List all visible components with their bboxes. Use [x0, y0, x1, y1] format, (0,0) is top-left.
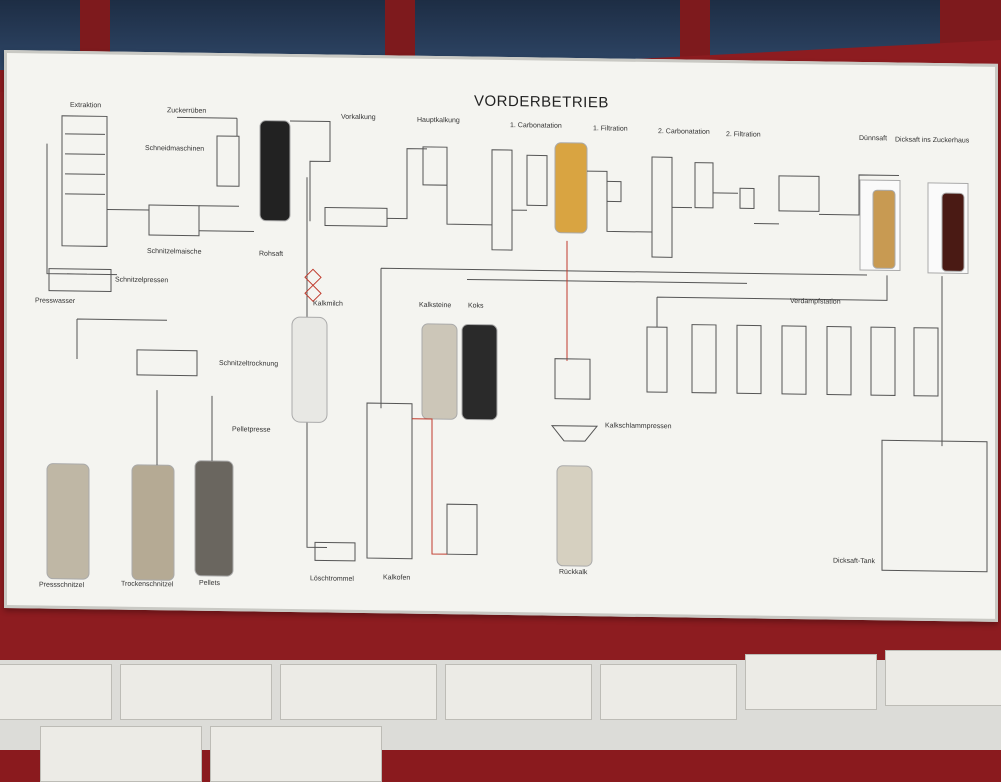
label-verdampfstation: Verdampfstation	[790, 297, 841, 306]
label-pressschnitzel: Pressschnitzel	[39, 581, 85, 590]
label-carbonatation-2: 2. Carbonatation	[658, 128, 710, 136]
pulp-mash-tank	[148, 204, 200, 237]
label-dicksaft-tank: Dicksaft-Tank	[833, 557, 876, 566]
lime-milk-sample	[291, 316, 328, 423]
coke-sample	[461, 323, 498, 421]
filter-2	[739, 187, 755, 209]
evaporator	[913, 327, 939, 397]
process-diagram	[46, 115, 988, 581]
pulp-press	[48, 268, 112, 293]
raw-juice-sample	[259, 120, 291, 222]
thick-juice-tank	[881, 439, 988, 573]
label-kalkmilch: Kalkmilch	[313, 300, 343, 308]
pump-symbol	[304, 268, 322, 303]
evaporator	[736, 324, 762, 395]
label-pellets: Pellets	[199, 579, 221, 588]
label-presswasser: Presswasser	[35, 297, 76, 305]
evaporator	[781, 325, 807, 395]
label-kalkofen: Kalkofen	[383, 574, 411, 582]
label-kalksteine: Kalksteine	[419, 301, 452, 310]
label-rueckkalk: Rückkalk	[559, 568, 588, 577]
label-schneidmaschinen: Schneidmaschinen	[145, 144, 205, 153]
pressed-pulp-sample	[46, 463, 90, 580]
label-duennsaft: Dünnsaft	[859, 134, 888, 143]
brick-wall	[0, 650, 1001, 782]
ion-exchanger	[778, 175, 820, 212]
dried-pulp-sample	[131, 464, 175, 581]
extraction-tower	[61, 115, 108, 247]
evaporator	[870, 326, 896, 396]
return-lime-sample	[556, 465, 593, 567]
pre-liming-tank	[324, 206, 388, 227]
lime-sludge-press	[554, 358, 591, 400]
juice-sample-1	[554, 142, 588, 234]
label-hauptkalkung: Hauptkalkung	[417, 116, 460, 125]
thin-juice-sample	[872, 189, 896, 269]
evaporator	[691, 324, 717, 394]
label-zuckerrueben: Zuckerrüben	[167, 107, 207, 115]
label-koks: Koks	[468, 302, 484, 310]
limestone-sample	[421, 323, 458, 420]
pulp-dryer	[136, 349, 198, 377]
carbonatation-2-vessel	[694, 162, 714, 209]
hoppers	[446, 503, 478, 556]
thick-juice-sample	[941, 192, 965, 272]
label-loeschtrommel: Löschtrommel	[310, 575, 354, 583]
label-schnitzeltrocknung: Schnitzeltrocknung	[219, 360, 279, 368]
label-kalkschlammpressen: Kalkschlammpressen	[605, 422, 672, 431]
cutting-machine	[216, 135, 240, 187]
evaporator	[826, 325, 852, 396]
label-rohsaft: Rohsaft	[259, 250, 284, 258]
pellets-sample	[194, 460, 234, 577]
evaporator	[646, 326, 668, 393]
page-title: VORDERBETRIEB	[474, 92, 609, 112]
slaking-drum	[314, 541, 356, 562]
filter-1	[606, 180, 622, 203]
label-extraktion: Extraktion	[70, 101, 102, 110]
label-trockenschnitzel: Trockenschnitzel	[121, 580, 174, 589]
process-diagram-board: VORDERBETRIEB Extraktion Zuckerrüben Sch…	[4, 50, 998, 622]
main-liming-tank	[422, 146, 448, 186]
label-filtration-1: 1. Filtration	[593, 125, 628, 133]
label-vorkalkung: Vorkalkung	[341, 113, 376, 122]
label-dicksaft: Dicksaft ins Zuckerhaus	[895, 136, 970, 145]
label-pelletpresse: Pelletpresse	[232, 426, 271, 434]
label-carbonatation-1: 1. Carbonatation	[510, 122, 562, 130]
label-filtration-2: 2. Filtration	[726, 131, 761, 139]
label-schnitzelmaische: Schnitzelmaische	[147, 247, 202, 256]
carbonatation-2	[651, 156, 673, 258]
carbonatation-1-vessel	[526, 154, 548, 207]
lime-kiln	[366, 402, 413, 560]
label-schnitzelpressen: Schnitzelpressen	[115, 276, 169, 285]
carbonatation-1	[491, 149, 513, 251]
